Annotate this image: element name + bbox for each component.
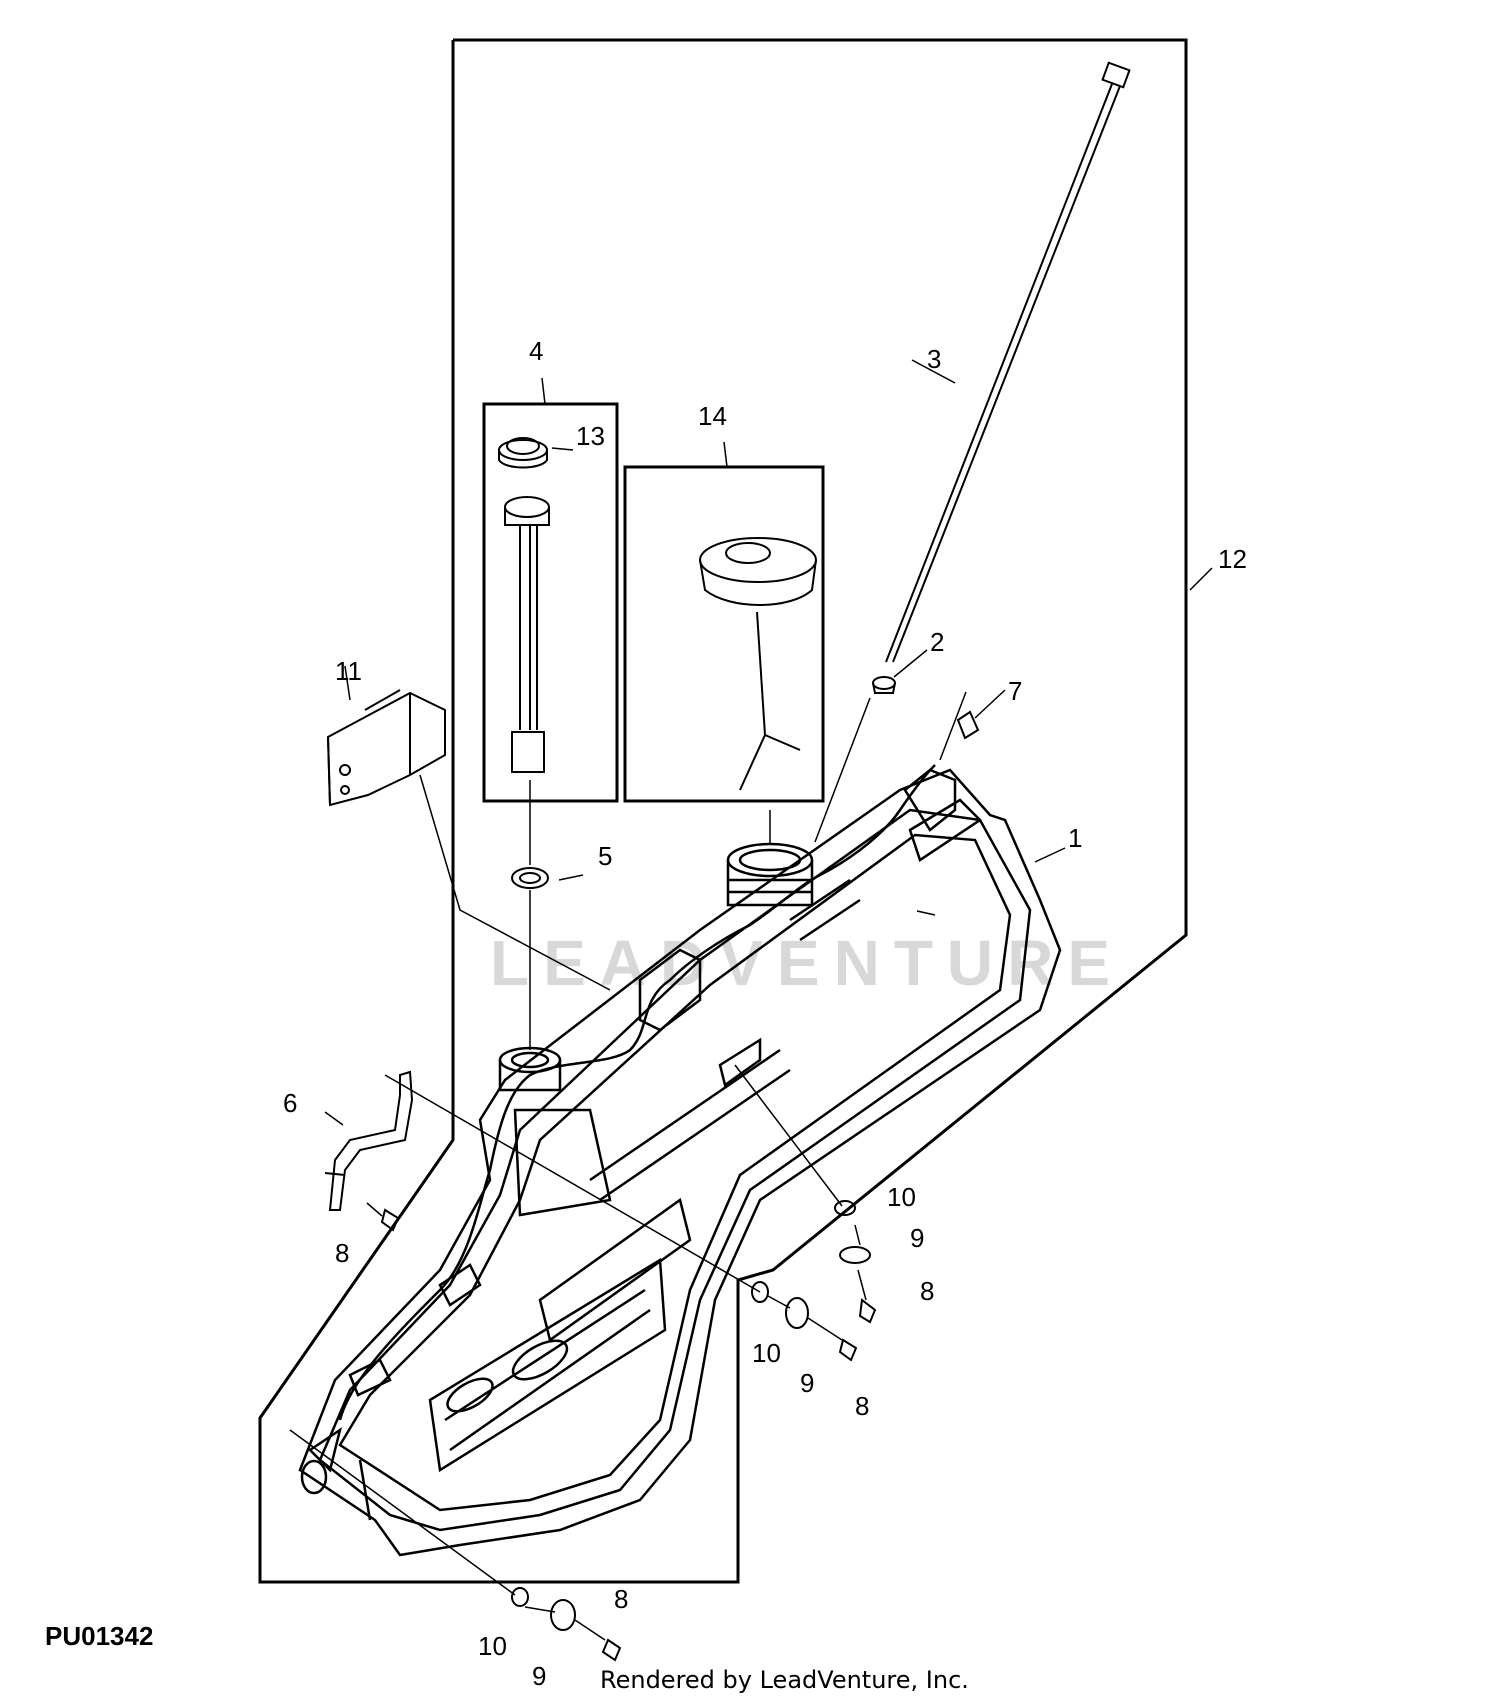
fuel-sending-unit (498, 437, 550, 773)
callout-10c: 10 (478, 1631, 507, 1661)
callout-8d: 8 (614, 1584, 628, 1614)
fuel-cap-box (623, 465, 825, 803)
callout-6: 6 (283, 1088, 297, 1118)
callout-13: 13 (576, 421, 605, 451)
callout-8b: 8 (920, 1276, 934, 1306)
callout-4: 4 (529, 336, 543, 366)
callout-8c: 8 (855, 1391, 869, 1421)
fuel-tank (298, 764, 1062, 1557)
callout-14: 14 (698, 401, 727, 431)
assembly-boundary (258, 38, 1188, 1584)
hanger-bracket (324, 1070, 414, 1211)
callout-5: 5 (598, 841, 612, 871)
callout-ticks (324, 359, 1213, 1126)
leader-lines (289, 649, 967, 1641)
callout-7: 7 (1008, 676, 1022, 706)
callout-1: 1 (1068, 823, 1082, 853)
callout-12: 12 (1218, 544, 1247, 574)
bracket (326, 689, 446, 807)
callout-9a: 9 (910, 1223, 924, 1253)
callout-10b: 10 (752, 1338, 781, 1368)
gauge-rod (872, 61, 1131, 694)
callout-9c: 9 (532, 1661, 546, 1691)
clip (956, 710, 980, 740)
credit-line: Rendered by LeadVenture, Inc. (600, 1666, 969, 1694)
figure-id: PU01342 (45, 1621, 153, 1651)
grommet (511, 867, 549, 889)
callout-11: 11 (335, 656, 362, 686)
hardware (380, 1200, 877, 1662)
callouts: 1 2 3 4 5 6 7 8 8 8 8 9 9 9 10 10 10 11 … (283, 336, 1247, 1691)
callout-8a: 8 (335, 1238, 349, 1268)
callout-10a: 10 (887, 1182, 916, 1212)
sender-kit-box (482, 402, 619, 803)
fuel-cap (699, 537, 817, 791)
callout-9b: 9 (800, 1368, 814, 1398)
callout-2: 2 (930, 627, 944, 657)
watermark: LEADVENTURE (490, 927, 1124, 999)
callout-3: 3 (927, 344, 941, 374)
